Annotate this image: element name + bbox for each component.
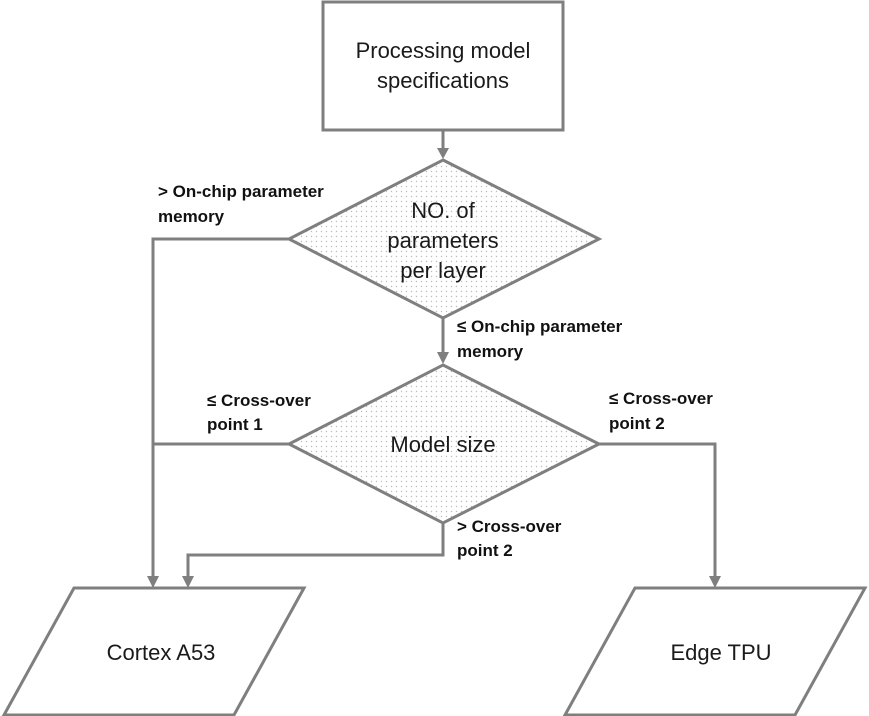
- label-params-gt-line1: > On-chip parameter: [158, 182, 324, 201]
- label-size-le2-line1: ≤ Cross-over: [609, 389, 713, 408]
- edges: [147, 131, 721, 588]
- cortex-node: Cortex A53: [1, 586, 307, 716]
- cortex-parallelogram: [1, 586, 307, 716]
- arrowhead-params: [437, 148, 449, 159]
- cortex-label: Cortex A53: [107, 640, 216, 665]
- edge-size-gt2: [186, 523, 445, 578]
- edge-tpu-parallelogram: [562, 586, 868, 716]
- decision-params-line2: parameters: [387, 228, 498, 253]
- edge-tpu-node: Edge TPU: [562, 586, 868, 716]
- start-label-line1: Processing model: [356, 38, 531, 63]
- edge-params-to-cortex: [151, 237, 289, 578]
- label-size-le1-line1: ≤ Cross-over: [207, 391, 311, 410]
- label-size-gt2-line2: point 2: [457, 541, 513, 560]
- start-box: [321, 0, 565, 132]
- start-label-line2: specifications: [377, 68, 509, 93]
- decision-size-label: Model size: [390, 432, 495, 457]
- decision-params-diamond: [285, 158, 603, 320]
- arrowhead-cortex-left: [147, 576, 159, 588]
- arrowhead-cortex-right: [182, 576, 194, 588]
- label-size-le2-line2: point 2: [609, 414, 665, 433]
- label-size-gt2-line1: > Cross-over: [457, 517, 562, 536]
- decision-params-line1: NO. of: [411, 198, 475, 223]
- arrowhead-tpu: [709, 576, 721, 588]
- arrowhead-size: [437, 352, 449, 364]
- edge-size-to-tpu: [599, 442, 717, 578]
- decision-params-node: NO. of parameters per layer: [285, 158, 603, 320]
- edge-labels: > On-chip parameter memory ≤ On-chip par…: [158, 182, 713, 560]
- edge-tpu-label: Edge TPU: [670, 640, 771, 665]
- decision-params-line3: per layer: [400, 258, 486, 283]
- decision-size-node: Model size: [285, 363, 603, 525]
- start-node: Processing model specifications: [321, 0, 565, 132]
- label-size-le1-line2: point 1: [207, 415, 263, 434]
- label-params-gt-line2: memory: [158, 207, 225, 226]
- decision-size-diamond: [285, 363, 603, 525]
- label-params-le-line1: ≤ On-chip parameter: [457, 317, 623, 336]
- label-params-le-line2: memory: [457, 342, 524, 361]
